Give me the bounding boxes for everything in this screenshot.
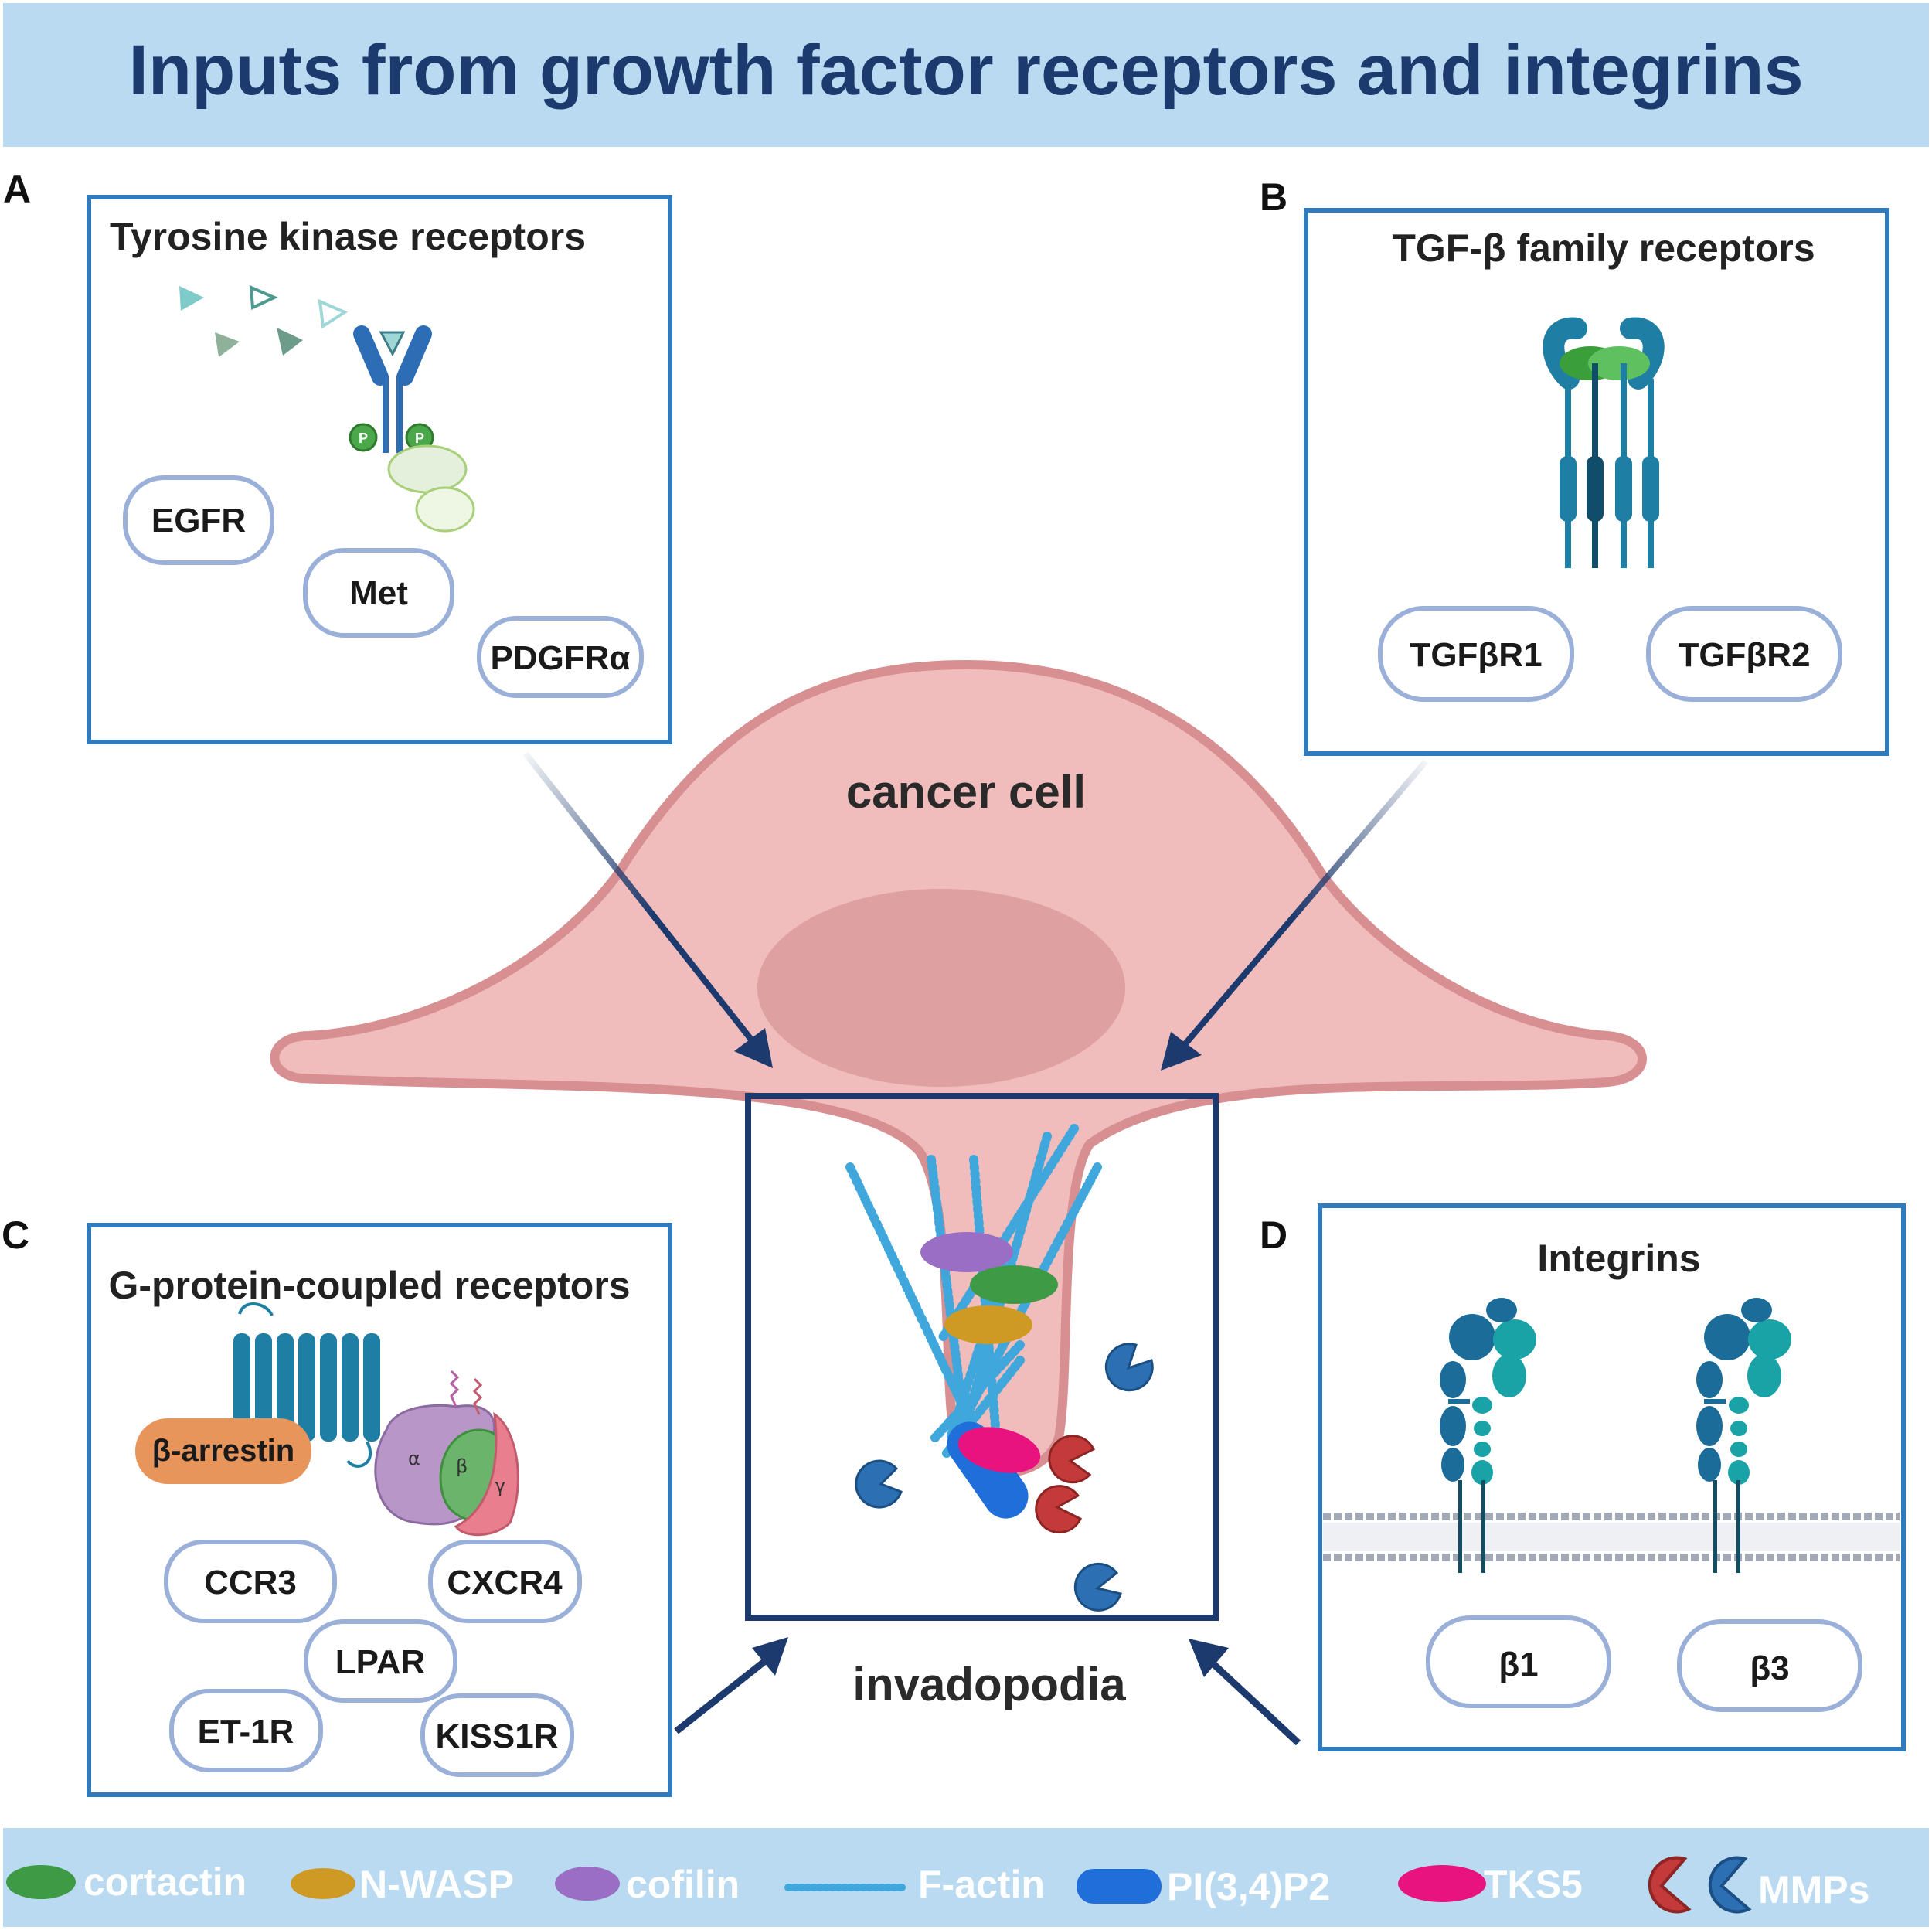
pill-ccr3 (164, 1540, 337, 1623)
mmp-blue-icon-2 (855, 1459, 903, 1509)
mmp-red-icon-2 (1035, 1485, 1082, 1534)
panel-c-title: G-protein-coupled receptors (108, 1264, 630, 1307)
legend-tks5-label: TKS5 (1484, 1863, 1583, 1906)
legend-tks5-icon (1398, 1865, 1486, 1902)
growth-factor-ligands-icon (179, 284, 349, 357)
pill-tgfbr1-label: TGFβR1 (1410, 636, 1542, 674)
legend-mmp-red-icon (1648, 1856, 1692, 1914)
arrow-d-to-invadopodia (1206, 1657, 1301, 1746)
n-wasp-icon (944, 1305, 1032, 1344)
invadopodia-label: invadopodia (852, 1659, 1126, 1710)
pill-cxcr4-label: CXCR4 (447, 1564, 563, 1602)
panel-b-title: TGF-β family receptors (1392, 226, 1815, 270)
tgf-beta-receptor-icon (1543, 317, 1665, 568)
legend: cortactin N-WASP cofilin F-actin PI(3,4)… (3, 1828, 1929, 1927)
panel-d-letter: D (1260, 1213, 1287, 1257)
legend-pi34p2-label: PI(3,4)P2 (1167, 1865, 1330, 1908)
g-protein-heterotrimer-icon: α β γ (374, 1370, 519, 1537)
pill-et1r (169, 1689, 323, 1772)
pill-tgfbr2 (1646, 606, 1842, 702)
beta-arrestin-label: β-arrestin (152, 1434, 294, 1468)
legend-n-wasp-icon (291, 1868, 355, 1899)
legend-cofilin-label: cofilin (626, 1863, 740, 1906)
pill-beta1-label: β1 (1498, 1646, 1538, 1683)
panel-d-title: Integrins (1537, 1237, 1700, 1280)
cancer-cell-label: cancer cell (846, 766, 1086, 818)
invadopodia-box (745, 1093, 1219, 1621)
pill-egfr (123, 475, 274, 565)
panel-a-letter: A (3, 168, 31, 211)
legend-cortactin-label: cortactin (83, 1860, 247, 1904)
pill-kiss1r (420, 1693, 574, 1777)
mmp-blue-icon-3 (1073, 1562, 1122, 1612)
pill-met (303, 548, 454, 638)
pill-lpar (304, 1619, 457, 1703)
phospho-label-left: P (359, 431, 368, 446)
cofilin-icon (920, 1232, 1013, 1272)
panel-c-letter: C (2, 1213, 29, 1257)
phospho-label-right: P (415, 431, 424, 446)
pill-lpar-label: LPAR (335, 1643, 426, 1681)
arrow-a-to-invadopodia (522, 751, 760, 1050)
pill-kiss1r-label: KISS1R (436, 1717, 559, 1755)
header-band (3, 3, 1929, 147)
pill-beta1 (1426, 1615, 1611, 1708)
legend-cortactin-icon (6, 1865, 76, 1899)
legend-cofilin-icon (555, 1867, 620, 1901)
arrow-d-head (1189, 1639, 1229, 1677)
legend-mmps-label: MMPs (1758, 1868, 1869, 1911)
panel-b: B TGF-β family receptors TGFβR1 TGFβR2 (1260, 175, 1889, 756)
integrin-beta3-icon (1696, 1298, 1791, 1573)
figure-title: Inputs from growth factor receptors and … (128, 31, 1803, 110)
tyrosine-kinase-receptor-icon: P P (349, 325, 475, 533)
mmp-red-icon-1 (1048, 1435, 1095, 1484)
g-gamma-label: γ (495, 1475, 505, 1496)
pill-tgfbr1 (1378, 606, 1574, 702)
pill-beta3 (1677, 1619, 1862, 1712)
lipid-membrane-icon (1323, 1513, 1900, 1561)
pill-ccr3-label: CCR3 (204, 1564, 297, 1602)
legend-pi34p2-icon (1077, 1869, 1162, 1904)
mmp-blue-icon-1 (1104, 1343, 1154, 1392)
legend-mmp-blue-icon (1708, 1856, 1752, 1914)
g-alpha-label: α (408, 1448, 420, 1469)
pill-cxcr4 (428, 1540, 582, 1623)
tks5-icon (957, 1427, 1041, 1473)
gpcr-seven-transmembrane-icon (233, 1302, 380, 1468)
g-beta-label: β (456, 1455, 468, 1477)
cortactin-icon (970, 1265, 1058, 1304)
pill-met-label: Met (349, 574, 408, 612)
panel-b-letter: B (1260, 175, 1287, 219)
invadopodia-panel (745, 1093, 1219, 1621)
arrows (522, 751, 1429, 1746)
panel-a-title: Tyrosine kinase receptors (110, 215, 586, 258)
panel-c: C G-protein-coupled receptors β-arrestin… (2, 1213, 672, 1797)
nucleus (757, 889, 1125, 1087)
arrow-a-head (734, 1028, 773, 1068)
beta-arrestin-icon (135, 1418, 311, 1484)
legend-n-wasp-label: N-WASP (359, 1863, 514, 1906)
arrow-b-to-invadopodia (1179, 759, 1429, 1050)
arrow-c-to-invadopodia (674, 1655, 771, 1734)
pill-et1r-label: ET-1R (198, 1713, 294, 1751)
panel-d: D Integrins (1260, 1203, 1906, 1751)
legend-f-actin-label: F-actin (918, 1863, 1045, 1906)
arrow-b-head (1161, 1032, 1202, 1071)
pill-beta3-label: β3 (1750, 1649, 1789, 1687)
pill-pdgfra-label: PDGFRα (490, 639, 630, 677)
integrin-beta1-icon (1440, 1298, 1536, 1573)
arrow-c-head (752, 1637, 788, 1676)
panel-a: A Tyrosine kinase receptors P P EGFR (3, 168, 672, 744)
pill-tgfbr2-label: TGFβR2 (1678, 636, 1810, 674)
pill-pdgfra (477, 616, 644, 698)
pill-egfr-label: EGFR (151, 502, 246, 540)
